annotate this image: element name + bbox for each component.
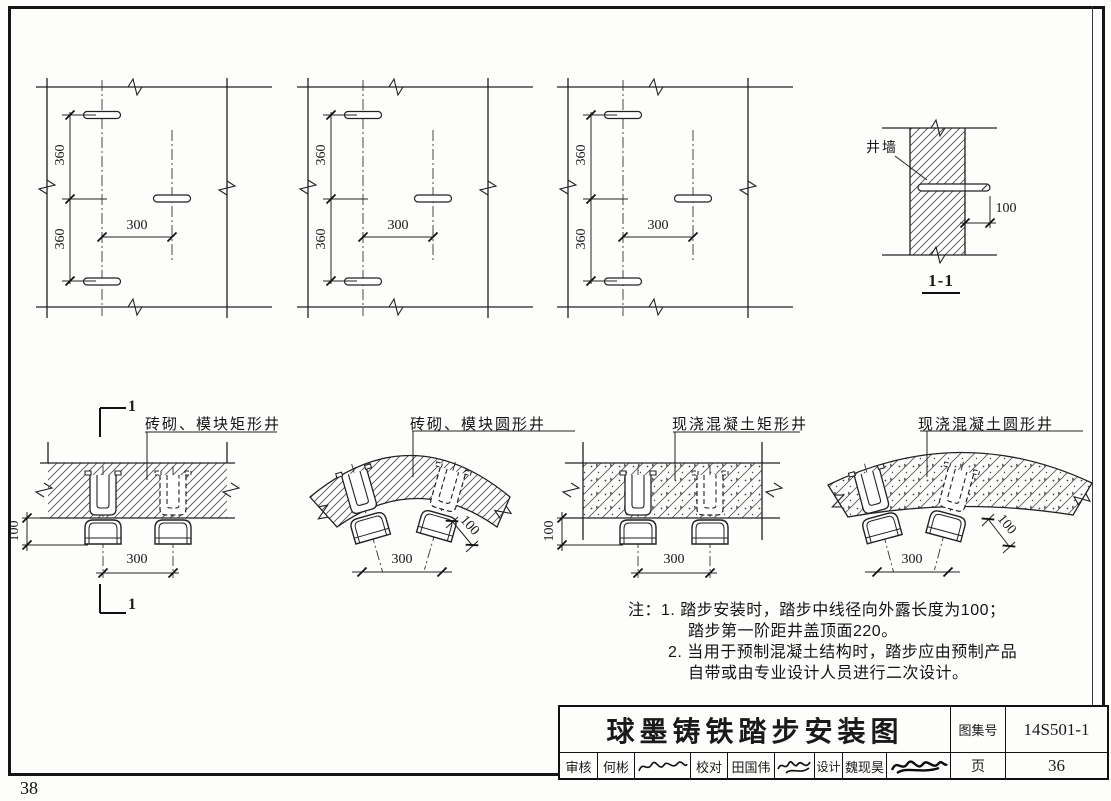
plan3-dim-300: 300: [647, 218, 669, 233]
plan1-dim-300: 300: [126, 218, 148, 233]
notes: 注：1. 踏步安装时，踏步中线径向外露长度为100； 踏步第一阶距井盖顶面220…: [628, 600, 1017, 684]
detail2-dim-300: 300: [391, 552, 413, 567]
design-name: 魏现昊: [842, 753, 886, 779]
plan2-dim-360-lower: 360: [314, 228, 329, 250]
review-label: 审核: [565, 759, 592, 775]
section-1-1-linework: [882, 119, 997, 294]
drawing-title: 球墨铸铁踏步安装图: [606, 715, 904, 747]
design-label: 设计: [814, 753, 842, 779]
note-line-4: 自带或由专业设计人员进行二次设计。: [688, 665, 969, 682]
detail-brick-circ-label: 砖砌、模块圆形井: [410, 416, 547, 433]
review-signature: [634, 753, 690, 779]
plan-view-1: [36, 78, 272, 318]
detail3-dim-300: 300: [663, 552, 685, 567]
check-label: 校对: [690, 753, 727, 779]
detail1-dim-100: 100: [7, 520, 22, 542]
page-border: [8, 6, 1105, 776]
note-line-3: 2. 当用于预制混凝土结构时，踏步应由预制产品: [668, 644, 1018, 661]
detail-concrete-circ-label: 现浇混凝土圆形井: [918, 416, 1055, 433]
detail4-dim-300: 300: [901, 552, 923, 567]
review-name: 何彬: [597, 753, 634, 779]
detail-brick-circ-linework: [309, 430, 575, 578]
design-signature-scribble: [890, 760, 948, 775]
section11-dim-100: 100: [995, 201, 1017, 216]
plan-view-3: [557, 78, 793, 318]
atlas-no-value: 14S501-1: [1005, 707, 1107, 752]
section-1-1-title: 1-1: [928, 271, 954, 290]
check-signature: [774, 753, 814, 779]
plan1-dim-360-lower: 360: [53, 228, 68, 250]
cut-mark-1-bottom: 1: [128, 596, 136, 613]
detail3-dim-100: 100: [542, 520, 557, 542]
check-name: 田国伟: [727, 753, 774, 779]
plan-view-2: [297, 78, 533, 318]
plan3-dim-360-upper: 360: [574, 144, 589, 166]
plan2-dim-300: 300: [387, 218, 409, 233]
page-number: 36: [1005, 753, 1107, 779]
folio-number: 38: [20, 778, 38, 798]
detail1-dim-300: 300: [126, 552, 148, 567]
detail-brick-rect-label: 砖砌、模块矩形井: [145, 416, 282, 433]
detail-concrete-circ-linework: [826, 430, 1093, 578]
detail-concrete-rect-linework: [556, 431, 800, 579]
page-label: 页: [950, 753, 1005, 779]
page-border-inner-line: [1092, 6, 1093, 776]
design-signature: [886, 753, 950, 779]
title-block-row-2: 审核 何彬 校对 田国伟 设计 魏现昊 页 36: [560, 752, 1107, 779]
note-line-2: 踏步第一阶距井盖顶面220。: [688, 623, 898, 640]
atlas-no-label: 图集号: [950, 707, 1005, 752]
detail-brick-rect-linework: [21, 407, 277, 614]
cut-mark-1-top: 1: [128, 398, 136, 415]
note-line-1: 注：1. 踏步安装时，踏步中线径向外露长度为100；: [628, 602, 1006, 619]
title-block: 球墨铸铁踏步安装图 图集号 14S501-1 审核 何彬 校对 田国伟 设计 魏…: [558, 705, 1109, 780]
check-signature-scribble: [776, 761, 811, 774]
title-block-row-1: 球墨铸铁踏步安装图 图集号 14S501-1: [560, 707, 1107, 752]
review-signature-scribble: [637, 761, 688, 772]
detail-concrete-rect-label: 现浇混凝土矩形井: [672, 416, 809, 433]
plan2-dim-360-upper: 360: [314, 144, 329, 166]
plan1-dim-360-upper: 360: [53, 144, 68, 166]
well-wall-label: 井墙: [866, 139, 898, 155]
plan3-dim-360-lower: 360: [574, 228, 589, 250]
